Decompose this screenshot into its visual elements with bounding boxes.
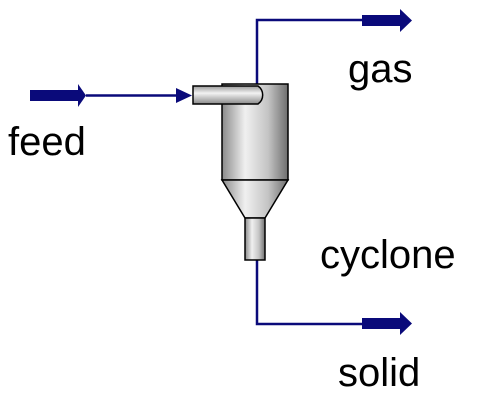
gas-port[interactable] [362, 15, 402, 26]
gas-line [255, 18, 366, 86]
solid-stream[interactable] [255, 260, 412, 335]
unit-label: cyclone [320, 233, 456, 277]
cyclone-inlet-duct [192, 85, 264, 105]
cyclone-cone [220, 179, 290, 219]
feed-port[interactable] [30, 90, 80, 101]
solid-port[interactable] [362, 318, 402, 329]
gas-stream[interactable] [255, 9, 412, 86]
feed-port-arrowhead-icon [78, 84, 86, 107]
feed-stream[interactable] [30, 84, 192, 107]
gas-label: gas [348, 47, 413, 91]
cyclone-unit[interactable] [192, 83, 290, 261]
cyclone-outlet-pipe [244, 217, 266, 261]
feed-arrow-icon [176, 88, 192, 103]
solid-line [255, 260, 366, 326]
gas-port-arrowhead-icon [400, 9, 412, 32]
solid-label: solid [338, 351, 420, 395]
solid-port-arrowhead-icon [400, 312, 412, 335]
feed-label: feed [8, 120, 86, 164]
